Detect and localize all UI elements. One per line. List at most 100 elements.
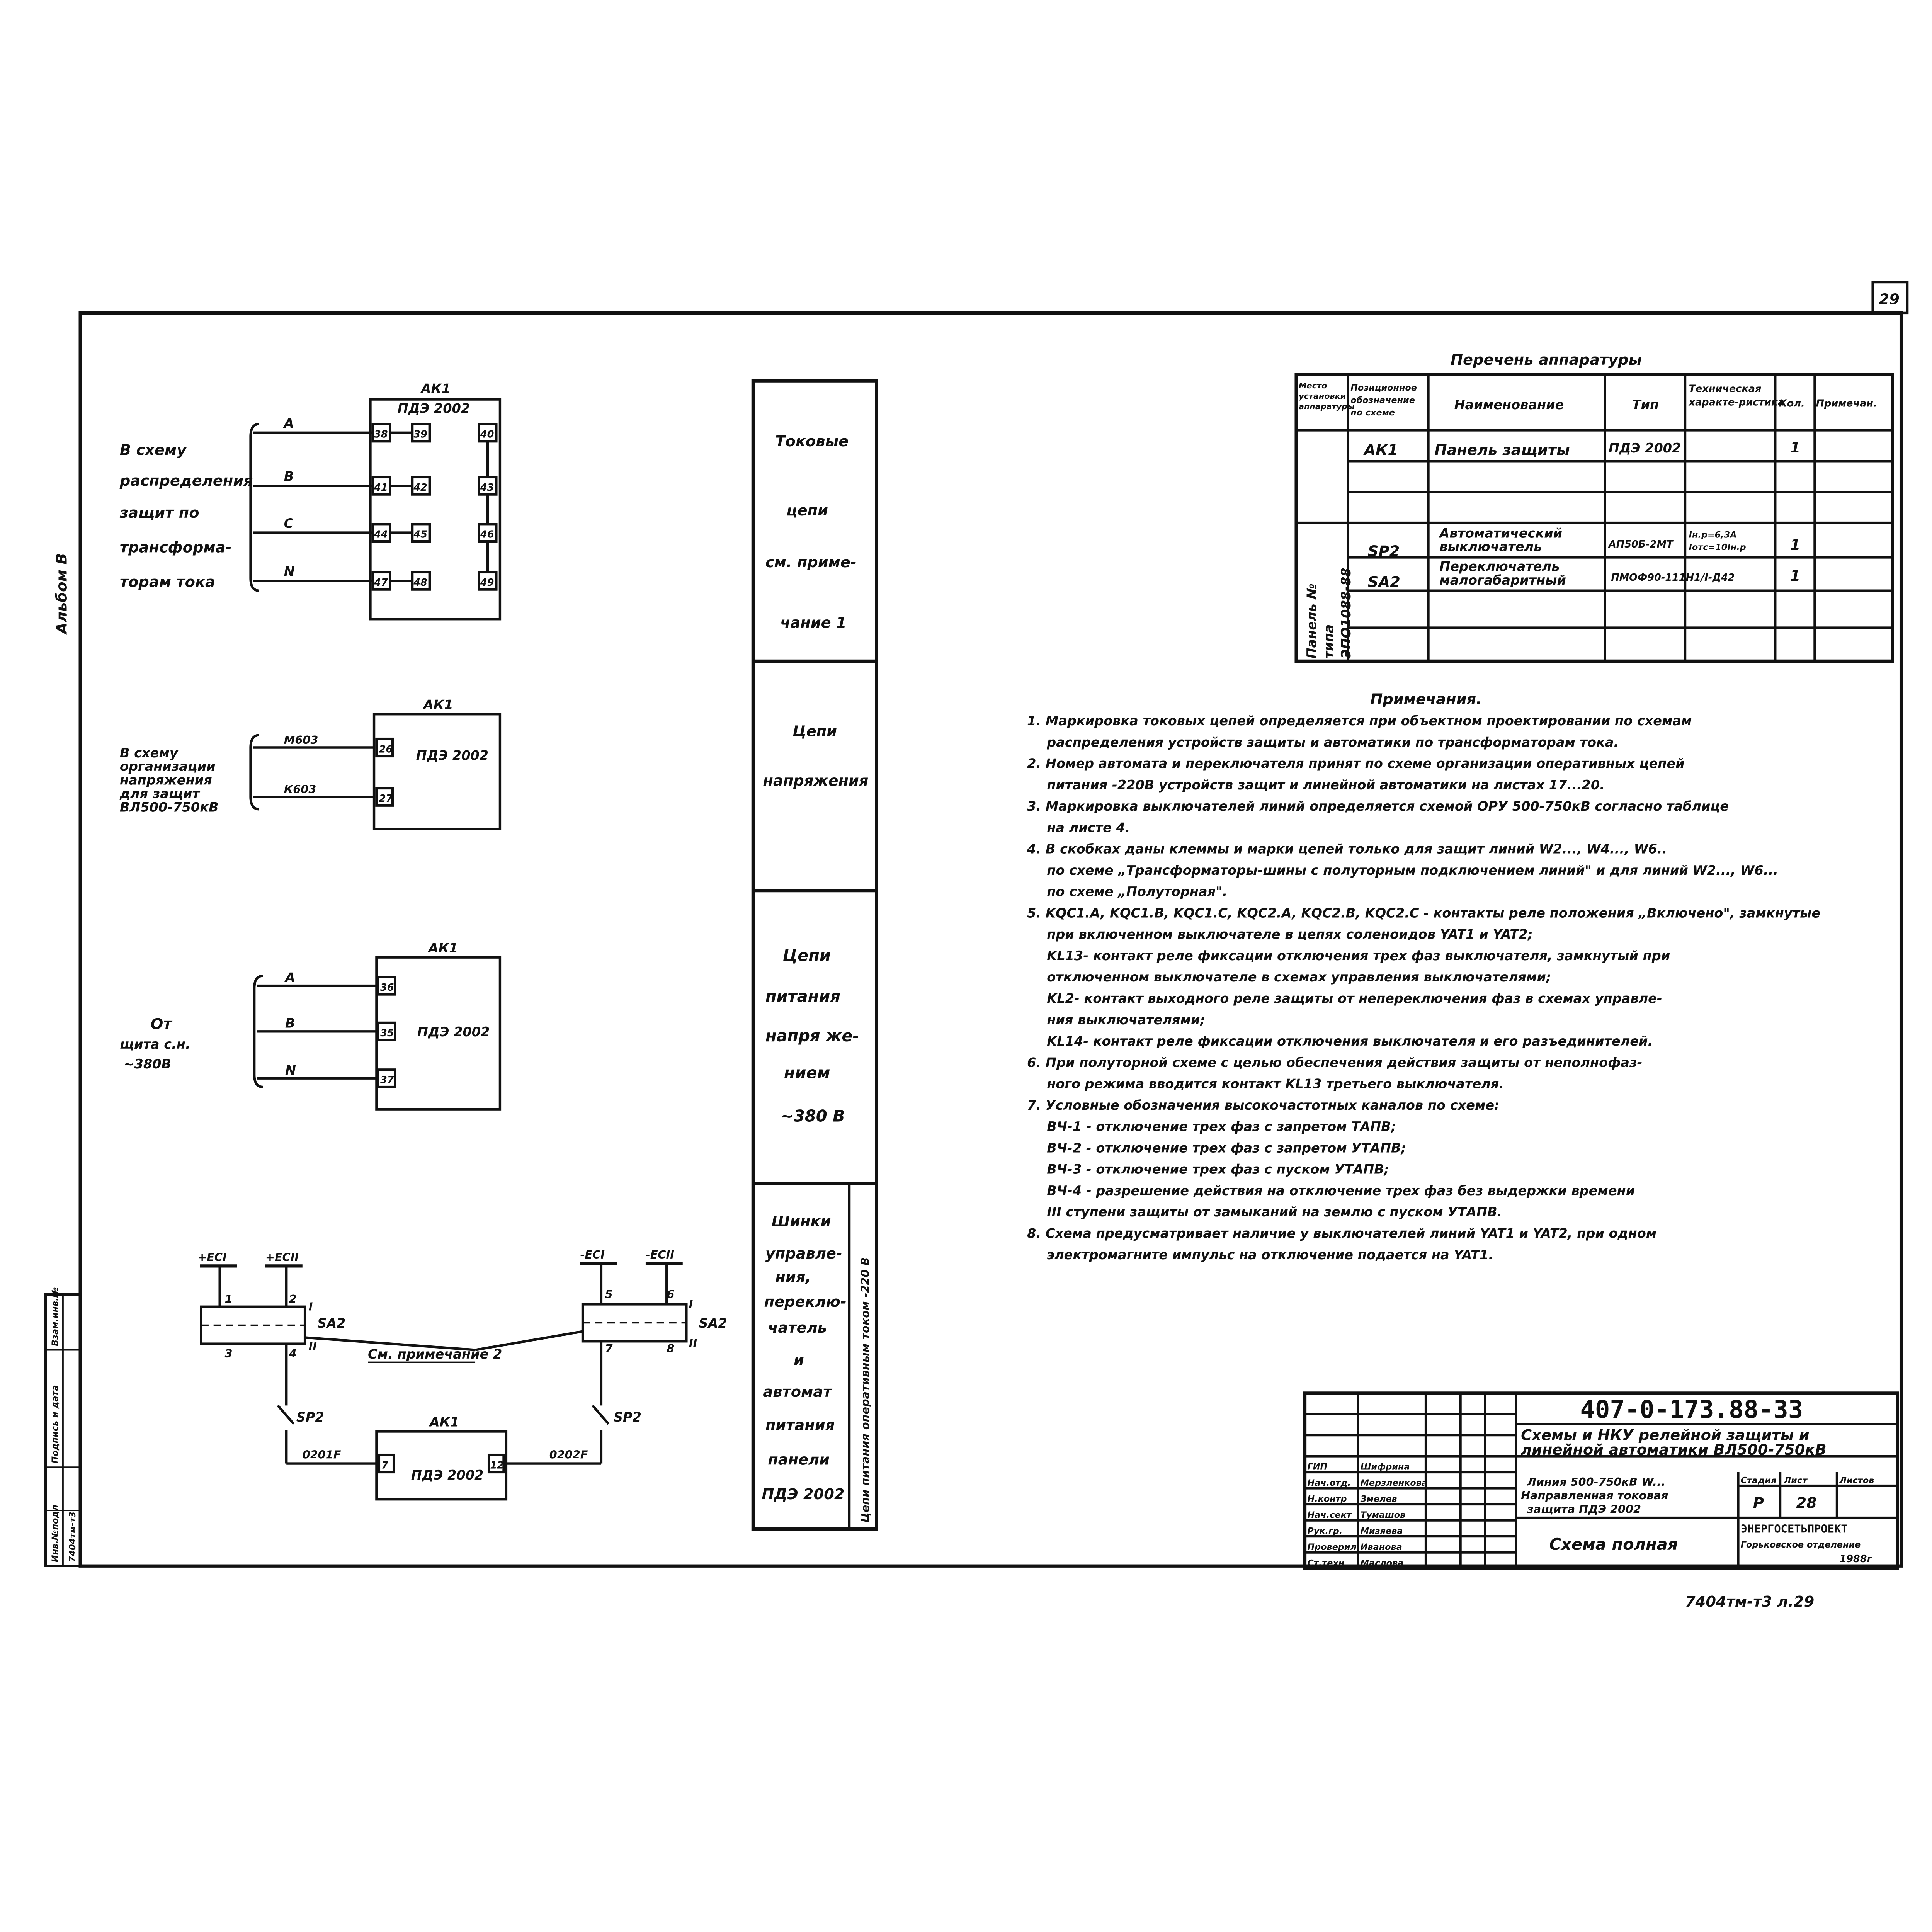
svg-text:управле-: управле- (765, 1245, 842, 1262)
terminal-number: 38 (374, 429, 388, 440)
svg-text:A: A (284, 970, 295, 985)
stamp-code: 7404тм-т3 (68, 1512, 78, 1562)
svg-text:~380 В: ~380 В (780, 1107, 845, 1126)
svg-text:SA2: SA2 (317, 1316, 345, 1331)
equipment-table: Перечень аппаратуры Место установки аппа… (1294, 351, 1894, 663)
svg-text:ПДЭ 2002: ПДЭ 2002 (417, 1024, 490, 1039)
svg-text:чатель: чатель (768, 1319, 827, 1337)
svg-text:Цепи питания оперативным током: Цепи питания оперативным током -220 В (859, 1257, 872, 1523)
phase-label: A (283, 416, 294, 431)
svg-text:+ЕСII: +ЕСII (265, 1251, 299, 1264)
header-place: Место установки аппаратуры (1299, 381, 1355, 411)
terminal-number: 47 (374, 577, 388, 588)
svg-text:АК1: АК1 (429, 1415, 459, 1430)
svg-text:Токовые: Токовые (775, 433, 849, 450)
table-title: Перечень аппаратуры (1451, 351, 1642, 369)
svg-text:чание 1: чание 1 (780, 614, 847, 632)
person-name: Иванова (1361, 1542, 1402, 1552)
svg-text:АК1: АК1 (1363, 441, 1398, 459)
svg-text:4: 4 (289, 1347, 297, 1360)
svg-text:см. приме-: см. приме- (765, 554, 857, 571)
svg-text:2: 2 (289, 1293, 297, 1306)
svg-text:SA2: SA2 (1368, 573, 1400, 591)
svg-text:26: 26 (379, 743, 393, 755)
svg-text:7: 7 (381, 1459, 388, 1471)
svg-text:-ЕСII: -ЕСII (646, 1248, 674, 1261)
note-line: ВЧ-3 - отключение трех фаз с пуском УТАП… (1047, 1162, 1389, 1177)
svg-text:трансформа-: трансформа- (120, 539, 232, 556)
svg-text:организации: организации (120, 759, 216, 774)
svg-text:Линия 500-750кВ W...: Линия 500-750кВ W... (1527, 1475, 1665, 1488)
stamp-inv: Инв.№подл (50, 1505, 60, 1562)
svg-text:Iн.р=6,3А Iотс=10Iн.р: Iн.р=6,3А Iотс=10Iн.р (1689, 530, 1746, 552)
svg-text:0201F: 0201F (303, 1448, 341, 1461)
svg-text:407-0-173.88-33: 407-0-173.88-33 (1580, 1395, 1803, 1424)
svg-text:27: 27 (379, 793, 393, 804)
svg-text:Направленная токовая: Направленная токовая (1521, 1489, 1668, 1502)
svg-text:переклю-: переклю- (764, 1293, 847, 1311)
note-line: 6. При полуторной схеме с целью обеспече… (1027, 1055, 1642, 1070)
dc-control-schematic: +ЕСI +ЕСII -ЕСI -ЕСII 1 2 3 4 5 6 7 8 I … (197, 1248, 727, 1501)
svg-text:Примечания.: Примечания. (1370, 691, 1481, 708)
svg-text:ПДЭ 2002: ПДЭ 2002 (411, 1468, 484, 1483)
terminal-number: 41 (374, 482, 388, 493)
svg-text:3: 3 (224, 1347, 232, 1360)
note-line: 8. Схема предусматривает наличие у выклю… (1027, 1226, 1656, 1241)
svg-text:Листов: Листов (1839, 1476, 1874, 1486)
svg-text:К603: К603 (284, 783, 316, 796)
svg-text:8: 8 (667, 1342, 674, 1355)
role-label: Проверил (1307, 1542, 1356, 1552)
svg-text:I: I (689, 1298, 693, 1311)
svg-text:распределения: распределения (119, 472, 253, 490)
svg-text:SA2: SA2 (699, 1316, 727, 1331)
person-name: Мизяева (1361, 1526, 1403, 1536)
terminal-number: 43 (480, 482, 494, 493)
note-line: питания -220В устройств защит и линейной… (1047, 777, 1605, 793)
note-line: ВЧ-1 - отключение трех фаз с запретом ТА… (1047, 1119, 1396, 1134)
terminal-number: 46 (480, 529, 494, 540)
svg-text:1: 1 (224, 1293, 232, 1306)
svg-text:ВЛ500-750кВ: ВЛ500-750кВ (120, 800, 219, 815)
svg-text:SP2: SP2 (1368, 543, 1400, 560)
note-line: 5. KQC1.A, KQC1.B, KQC1.C, KQC2.A, KQC2.… (1027, 905, 1820, 920)
note-line: 2. Номер автомата и переключателя принят… (1027, 756, 1684, 771)
role-label: Нач.сект (1307, 1510, 1352, 1520)
stamp-replace: Взам.инв.№ (50, 1287, 60, 1346)
album-label: Альбом B (53, 553, 71, 635)
phase-label: B (284, 469, 294, 484)
header-qty: Кол. (1779, 398, 1805, 410)
svg-text:Стадия: Стадия (1741, 1476, 1777, 1486)
stamp-sign: Подпись и дата (50, 1385, 60, 1463)
terminal-number: 44 (374, 529, 388, 540)
svg-text:и: и (794, 1351, 804, 1369)
note-line: 4. В скобках даны клеммы и марки цепей т… (1027, 842, 1667, 857)
header-note: Примечан. (1816, 398, 1877, 410)
svg-text:ПДЭ 2002: ПДЭ 2002 (762, 1486, 844, 1503)
title-block: 407-0-173.88-33 Схемы и НКУ релейной защ… (1303, 1391, 1899, 1570)
note-line: на листе 4. (1047, 820, 1130, 835)
svg-text:28: 28 (1796, 1495, 1817, 1512)
svg-text:SP2: SP2 (614, 1410, 641, 1425)
header-type: Тип (1632, 397, 1659, 412)
note-line: 1. Маркировка токовых цепей определяется… (1027, 713, 1692, 728)
svg-text:АК1: АК1 (427, 940, 458, 956)
svg-text:Автоматический выключатель: Автоматический выключатель (1438, 526, 1567, 554)
svg-text:питания: питания (765, 1417, 835, 1434)
svg-text:напряжения: напряжения (120, 772, 212, 787)
terminal-number: 49 (480, 577, 494, 588)
svg-text:ния,: ния, (775, 1269, 811, 1286)
current-circuits-schematic: В схему распределения защит по трансформ… (119, 381, 502, 621)
svg-text:1988г: 1988г (1839, 1553, 1872, 1565)
svg-text:Горьковское отделение: Горьковское отделение (1741, 1540, 1861, 1550)
note-line: по схеме „Полуторная". (1047, 884, 1227, 899)
note-line: 3. Маркировка выключателей линий определ… (1027, 799, 1729, 814)
role-label: Нач.отд. (1307, 1478, 1351, 1488)
note-line: ния выключателями; (1047, 1012, 1205, 1027)
header-name: Наименование (1454, 397, 1564, 412)
svg-text:Р: Р (1753, 1495, 1764, 1512)
person-name: Мерзленкова (1361, 1478, 1427, 1488)
header-spec: Техническая характе-ристика (1688, 383, 1785, 408)
svg-text:В схему: В схему (120, 745, 179, 760)
note-line: отключенном выключателе в схемах управле… (1047, 969, 1551, 985)
note-line: при включенном выключателе в цепях солен… (1047, 927, 1533, 942)
